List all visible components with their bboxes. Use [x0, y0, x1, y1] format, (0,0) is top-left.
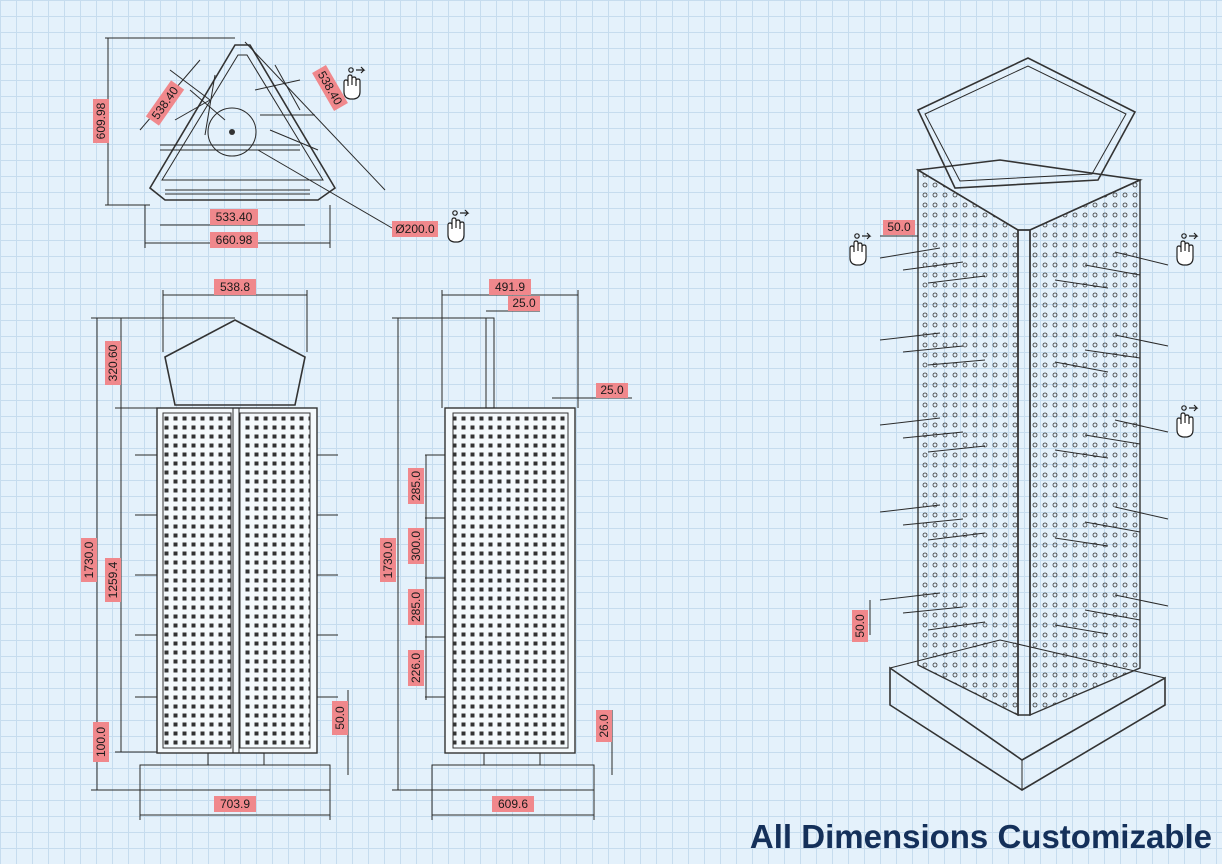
svg-text:533.40: 533.40 [216, 210, 253, 224]
label-total-height: 1730.0 [81, 538, 97, 582]
label-top-width: 538.8 [214, 279, 256, 295]
svg-text:50.0: 50.0 [887, 220, 911, 234]
center-post-circle [207, 107, 257, 157]
hand-wrench-icon [849, 232, 871, 266]
iso-panel-right [1029, 178, 1141, 717]
label-side-width: 491.9 [489, 279, 531, 295]
svg-text:50.0: 50.0 [853, 614, 867, 638]
svg-text:1730.0: 1730.0 [381, 541, 395, 578]
side-post [485, 317, 495, 409]
label-side-a: 538.40 [145, 80, 185, 126]
top-view: 609.98 538.40 538.40 533.40 660.98 Ø200.… [93, 37, 469, 248]
hand-wrench-icon [447, 209, 469, 243]
label-side-base-width: 609.6 [492, 796, 534, 812]
front-base [139, 764, 331, 791]
svg-text:660.98: 660.98 [216, 233, 253, 247]
label-outer-width: 660.98 [210, 232, 258, 248]
svg-text:491.9: 491.9 [495, 280, 525, 294]
hand-wrench-icon [343, 66, 365, 100]
label-spacing-3: 285.0 [408, 589, 424, 625]
label-side-b: 538.40 [312, 64, 348, 112]
svg-text:Ø200.0: Ø200.0 [395, 222, 435, 236]
top-view-outline [148, 44, 337, 201]
label-spacing-2: 300.0 [408, 528, 424, 564]
svg-text:1259.4: 1259.4 [106, 561, 120, 598]
svg-text:538.8: 538.8 [220, 280, 250, 294]
iso-panel-left [917, 168, 1019, 717]
svg-text:100.0: 100.0 [94, 727, 108, 757]
label-topper-height: 320.60 [105, 341, 121, 385]
label-spacing-1: 285.0 [408, 468, 424, 504]
label-hook-gap: 50.0 [332, 701, 348, 735]
iso-base [889, 666, 1166, 791]
label-hook-spacing: 50.0 [852, 610, 868, 642]
side-view: 491.9 25.0 25.0 1730.0 285.0 300.0 285.0 [380, 279, 632, 820]
label-inner-width: 533.40 [210, 209, 258, 225]
side-base [431, 764, 595, 791]
svg-text:50.0: 50.0 [333, 706, 347, 730]
svg-text:226.0: 226.0 [409, 653, 423, 683]
front-panel-right [239, 412, 311, 749]
svg-text:609.98: 609.98 [94, 102, 108, 139]
label-base-height: 100.0 [93, 722, 109, 762]
front-view: 538.8 320.60 1730.0 1259.4 100.0 50.0 70… [81, 279, 349, 820]
svg-text:300.0: 300.0 [409, 531, 423, 561]
label-panel-height: 1259.4 [105, 558, 121, 602]
svg-text:703.9: 703.9 [220, 797, 250, 811]
label-post-width: 25.0 [508, 296, 540, 311]
svg-text:285.0: 285.0 [409, 592, 423, 622]
label-hook-length: 50.0 [883, 220, 915, 235]
label-spacing-4: 226.0 [408, 650, 424, 686]
label-side-total-height: 1730.0 [380, 538, 396, 582]
side-panel [452, 412, 569, 749]
svg-text:26.0: 26.0 [597, 714, 611, 738]
front-topper [164, 319, 306, 406]
label-depth: 609.98 [93, 99, 109, 143]
center-post-axis [229, 129, 235, 135]
svg-text:609.6: 609.6 [498, 797, 528, 811]
svg-text:538.40: 538.40 [315, 69, 346, 108]
iso-topper [916, 57, 1137, 189]
svg-text:25.0: 25.0 [512, 296, 536, 310]
label-offset: 25.0 [596, 383, 628, 398]
hand-wrench-icon [1176, 404, 1198, 438]
label-base-width: 703.9 [214, 796, 256, 812]
front-panel-left [162, 412, 232, 749]
label-diameter: Ø200.0 [392, 221, 438, 237]
svg-text:1730.0: 1730.0 [82, 541, 96, 578]
svg-text:320.60: 320.60 [106, 344, 120, 381]
label-side-base-height: 26.0 [596, 710, 612, 742]
iso-view: 50.0 50.0 [849, 57, 1198, 791]
top-view-inner-outline [161, 54, 324, 181]
customizable-caption: All Dimensions Customizable [749, 818, 1212, 855]
svg-text:25.0: 25.0 [600, 383, 624, 397]
svg-text:285.0: 285.0 [409, 471, 423, 501]
